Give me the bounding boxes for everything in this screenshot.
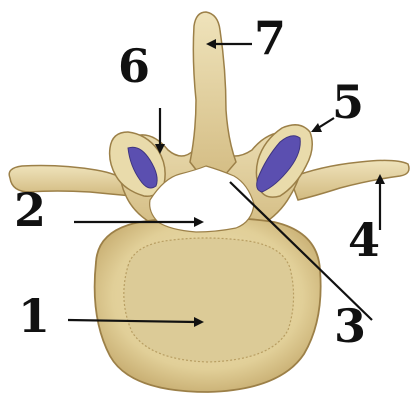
label-7: 7 [254, 11, 286, 65]
label-2: 2 [14, 183, 46, 237]
label-1: 1 [18, 289, 50, 343]
transverse-process-right [290, 160, 409, 200]
label-5: 5 [332, 75, 364, 129]
label-4: 4 [348, 213, 380, 267]
label-6: 6 [118, 39, 150, 93]
label-3: 3 [334, 299, 366, 353]
spinous-process [190, 12, 236, 190]
vertebral-body-inner [124, 238, 294, 362]
